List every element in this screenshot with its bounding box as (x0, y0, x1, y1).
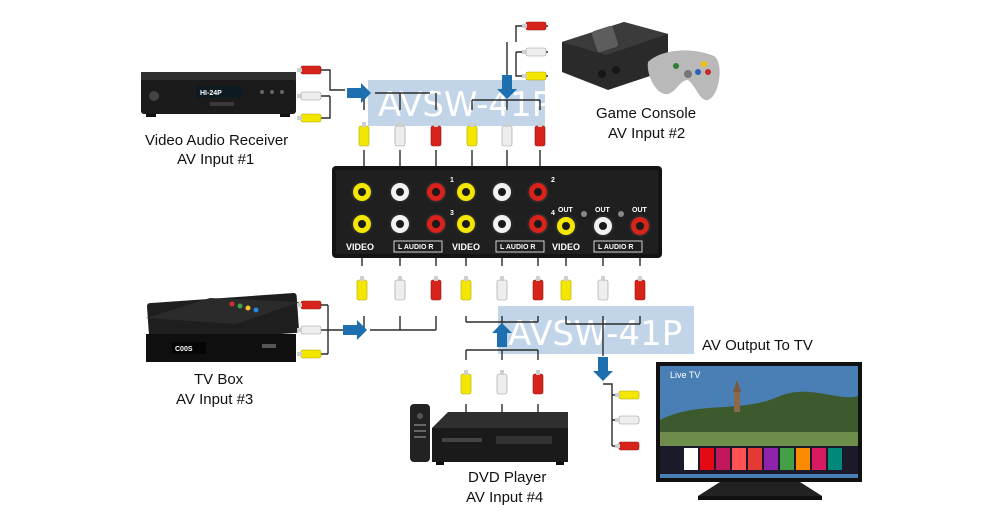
audio-label: L AUDIO R (398, 244, 433, 251)
video-label: VIDEO (346, 242, 374, 252)
audio-label: L AUDIO R (500, 244, 535, 251)
video-label: VIDEO (552, 242, 580, 252)
rca-plug-white (496, 369, 508, 395)
switch-box: 1 2 3 4 OUT OUT OUT VIDEO L AUDIO R VIDE… (332, 166, 662, 258)
rca-plug-yellow (560, 275, 572, 301)
rca-plug-yellow (296, 349, 322, 359)
console-input: AV Input #2 (608, 125, 685, 142)
rca-plug-red (296, 300, 322, 310)
out-label: OUT (558, 207, 574, 214)
rca-plug-yellow (614, 390, 640, 400)
audio-label: L AUDIO R (598, 244, 633, 251)
rca-plug-yellow (296, 113, 322, 123)
rca-plug-red (521, 21, 547, 31)
tv-name: AV Output To TV (702, 337, 813, 354)
video-label: VIDEO (452, 242, 480, 252)
rca-plug-white (394, 275, 406, 301)
rca-plug-white (496, 275, 508, 301)
rca-plug-red (430, 275, 442, 301)
input-number-4: 4 (551, 210, 555, 217)
tv-device: Live TV (656, 362, 862, 500)
receiver-device: HI-24P (141, 72, 296, 117)
rca-plug-white (296, 91, 322, 101)
watermark-top-text: AVSW-41P (378, 85, 552, 125)
arrow-right-icon (347, 83, 371, 103)
rca-plug-red (532, 369, 544, 395)
cable-wiring (300, 25, 641, 447)
rca-plug-white (614, 415, 640, 425)
game-console-device (562, 22, 720, 101)
watermark-top: AVSW-41P (368, 80, 552, 126)
receiver-input: AV Input #1 (177, 151, 254, 168)
arrow-down-icon (593, 357, 613, 381)
receiver-name: Video Audio Receiver (145, 132, 288, 149)
dvd-input: AV Input #4 (466, 489, 543, 506)
rca-plug-yellow (521, 71, 547, 81)
rca-plug-white (296, 325, 322, 335)
dvd-remote (410, 404, 430, 462)
receiver-display: HI-24P (200, 90, 222, 97)
tvbox-input: AV Input #3 (176, 391, 253, 408)
out-label: OUT (632, 207, 648, 214)
rca-plug-red (634, 275, 646, 301)
rca-plug-red (296, 65, 322, 75)
tvbox-name: TV Box (194, 371, 244, 388)
rca-plug-yellow (460, 275, 472, 301)
watermark-bottom-text: AVSW-41P (508, 314, 682, 354)
input-number-3: 3 (450, 210, 454, 217)
watermark-bottom: AVSW-41P (498, 306, 694, 354)
tv-box-device: C00S (146, 293, 300, 362)
rca-plug-white (597, 275, 609, 301)
rca-plug-red (614, 441, 640, 451)
rca-plug-white (521, 47, 547, 57)
rca-plug-yellow (358, 121, 370, 147)
tvbox-display: C00S (175, 346, 193, 353)
out-label: OUT (595, 207, 611, 214)
rca-plug-yellow (460, 369, 472, 395)
console-name: Game Console (596, 105, 696, 122)
dvd-player-device (432, 412, 568, 465)
rca-plug-yellow (356, 275, 368, 301)
tv-screen-text: Live TV (670, 370, 700, 380)
input-number-1: 1 (450, 177, 454, 184)
dvd-name: DVD Player (468, 469, 546, 486)
input-number-2: 2 (551, 177, 555, 184)
rca-plug-red (532, 275, 544, 301)
